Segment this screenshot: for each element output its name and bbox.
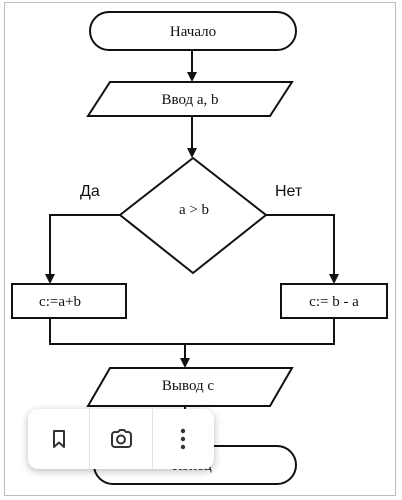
arrowhead-input bbox=[187, 72, 197, 82]
lens-search-button[interactable] bbox=[89, 409, 151, 469]
start-label: Начало bbox=[170, 24, 216, 40]
start-terminator bbox=[89, 11, 297, 51]
condition-diamond bbox=[118, 156, 268, 275]
no-branch-label: Нет bbox=[275, 183, 303, 200]
no-action-box bbox=[280, 283, 388, 319]
bookmark-button[interactable] bbox=[28, 409, 89, 469]
lens-search-icon bbox=[110, 429, 132, 448]
arrowhead-no-action bbox=[329, 274, 339, 284]
bookmark-icon bbox=[52, 430, 65, 448]
more-options-button[interactable] bbox=[151, 409, 214, 469]
image-action-toolbar bbox=[28, 409, 214, 469]
yes-branch-label: Да bbox=[80, 183, 100, 200]
input-label: Ввод a, b bbox=[161, 92, 218, 108]
output-parallelogram bbox=[86, 367, 294, 407]
output-label: Вывод c bbox=[162, 378, 215, 394]
condition-label: a > b bbox=[179, 202, 209, 218]
yes-action-box bbox=[11, 283, 127, 319]
more-vertical-icon bbox=[181, 428, 186, 450]
no-action-label: c:= b - a bbox=[309, 294, 359, 310]
connectors bbox=[45, 50, 339, 446]
arrowhead-yes-action bbox=[45, 274, 55, 284]
arrowhead-output bbox=[180, 358, 190, 368]
arrowhead-condition bbox=[187, 148, 197, 158]
connector-no-branch bbox=[266, 214, 335, 276]
connector-yes-branch bbox=[49, 214, 120, 276]
connector-yes-merge bbox=[49, 318, 335, 345]
yes-action-label: c:=a+b bbox=[39, 294, 81, 310]
input-parallelogram bbox=[86, 81, 294, 117]
